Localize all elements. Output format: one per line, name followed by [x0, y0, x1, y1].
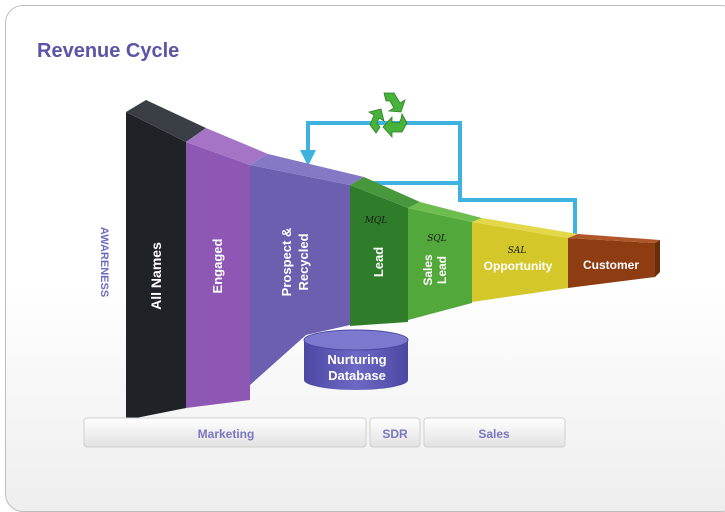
tag-mql: MQL: [364, 216, 388, 226]
sales-bar: [423, 417, 566, 448]
stage-lead-top: [350, 177, 420, 208]
recycle-icon: [367, 92, 408, 139]
stage-customer-end: [655, 240, 660, 277]
stage-label-all-names: All Names: [148, 242, 164, 310]
database-label-line2: Database: [328, 368, 386, 383]
stage-label-sales-lead-line2: Lead: [435, 256, 449, 284]
stage-prospect-top: [250, 154, 364, 185]
sales-label: Sales: [478, 427, 510, 441]
stage-label-sales-lead-line1: Sales: [421, 254, 435, 286]
marketing-bar: [83, 417, 367, 448]
marketing-label: Marketing: [198, 427, 255, 441]
stage-all-names-side: [126, 112, 186, 420]
stage-sales-lead: [408, 208, 472, 320]
funnel: [126, 100, 660, 420]
database-label-line1: Nurturing: [327, 352, 386, 367]
sdr-label: SDR: [382, 427, 408, 441]
stage-customer-top: [568, 234, 660, 243]
team-bars: Marketing SDR Sales: [83, 417, 566, 448]
stage-customer: [568, 238, 655, 288]
tag-sql: SQL: [427, 234, 447, 244]
stage-label-prospect-line1: Prospect &: [279, 228, 294, 297]
revenue-funnel-diagram: All Names Engaged Prospect & Recycled Le…: [83, 92, 660, 448]
nurturing-database: Nurturing Database: [303, 329, 409, 390]
awareness-label: AWARENESS: [98, 227, 110, 297]
stage-engaged-top: [186, 128, 268, 165]
stage-label-prospect-line2: Recycled: [296, 233, 311, 290]
stage-label-opportunity: Opportunity: [484, 259, 553, 273]
stage-prospect: [250, 165, 350, 385]
stage-label-lead: Lead: [371, 247, 386, 277]
stage-engaged: [186, 142, 250, 408]
stage-labels: All Names Engaged Prospect & Recycled Le…: [148, 216, 639, 310]
slide-title: Revenue Cycle: [37, 40, 180, 62]
stage-lead: [350, 185, 408, 326]
tag-sal: SAL: [508, 246, 527, 256]
stage-all-names-top: [126, 100, 206, 142]
stage-opportunity-top: [472, 218, 578, 238]
stage-label-engaged: Engaged: [210, 238, 225, 293]
sdr-bar: [369, 417, 421, 448]
stage-label-customer: Customer: [583, 258, 639, 272]
stage-opportunity: [472, 222, 568, 302]
stage-sales-lead-top: [408, 202, 482, 222]
